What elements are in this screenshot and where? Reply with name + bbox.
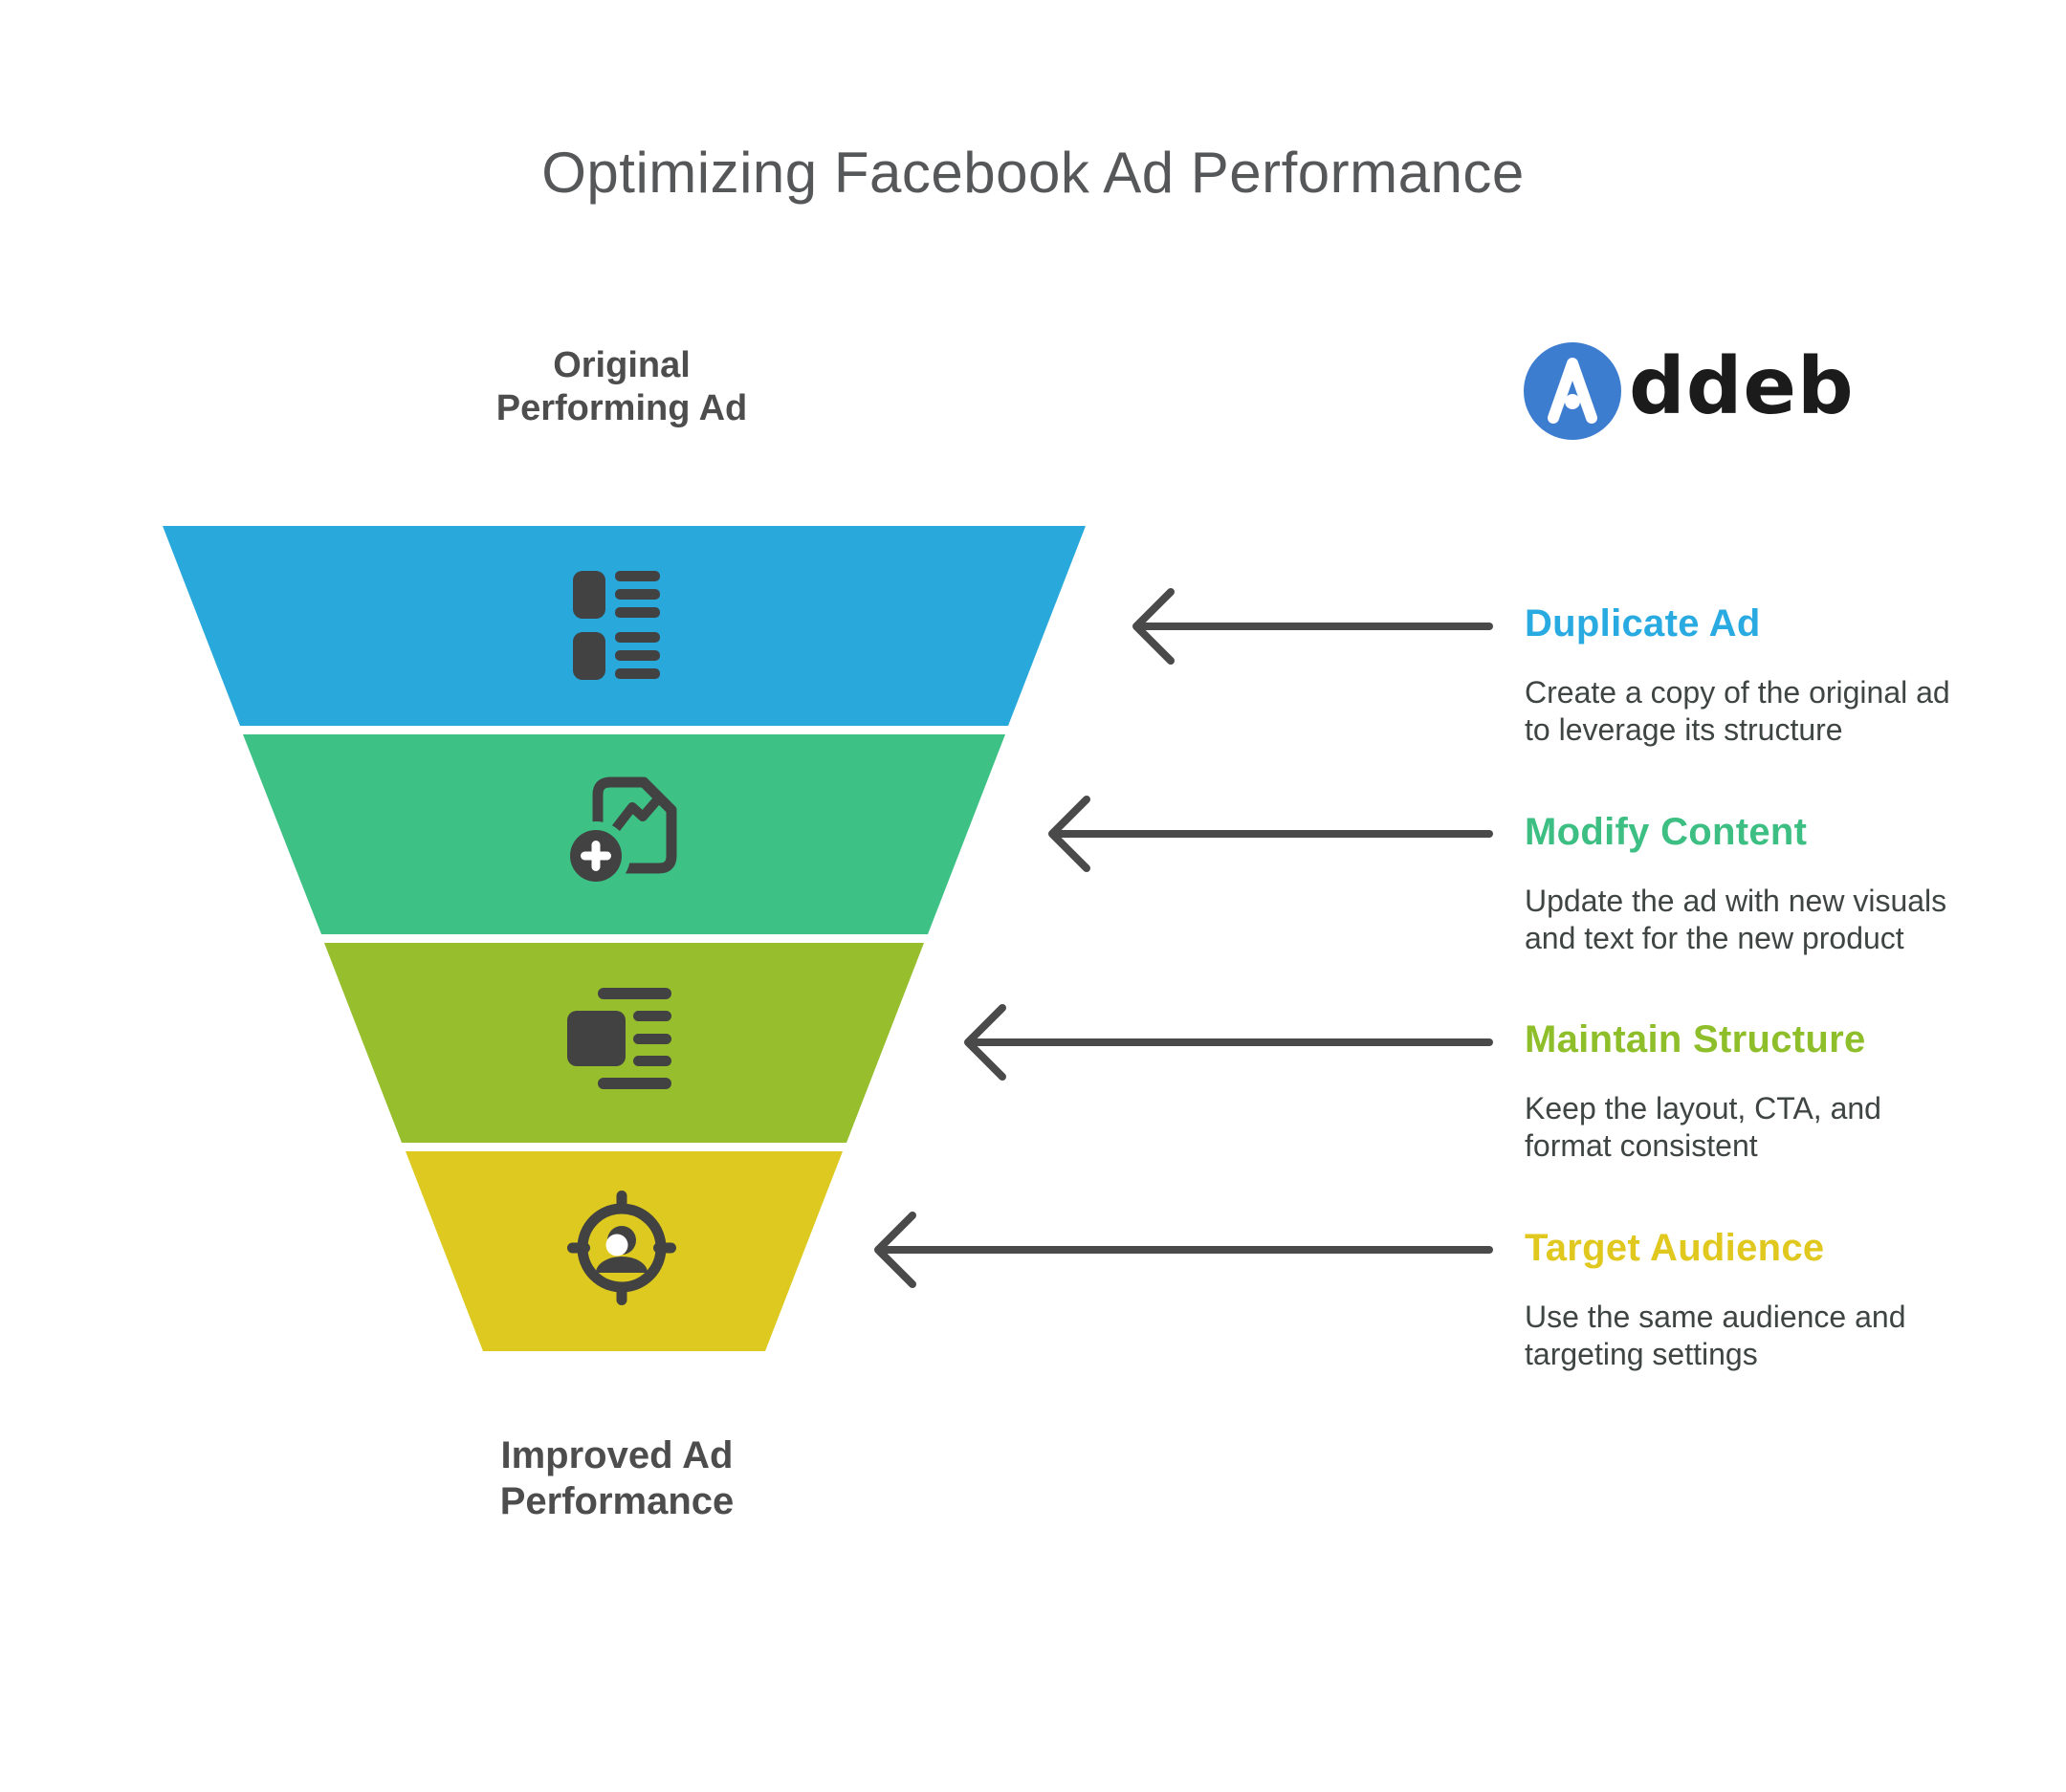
stage-heading-maintain-structure: Maintain Structure: [1525, 1018, 1866, 1060]
stage-description-maintain-structure: Keep the layout, CTA, and format consist…: [1525, 1090, 1881, 1165]
stage-heading-modify-content: Modify Content: [1525, 811, 1808, 853]
stage-description-target-audience: Use the same audience and targeting sett…: [1525, 1299, 1905, 1373]
description-line: Use the same audience and: [1525, 1300, 1906, 1334]
description-line: Keep the layout, CTA, and: [1525, 1091, 1881, 1125]
arrow-duplicate-ad: [1132, 588, 1493, 665]
letter-a-dot: [1565, 394, 1580, 409]
description-line: Update the ad with new visuals: [1525, 884, 1947, 918]
funnel-output-label-line2: Performance: [499, 1480, 735, 1522]
layout-structure-icon: [567, 988, 671, 1089]
funnel-input-label-line1: Original: [553, 345, 691, 385]
description-line: format consistent: [1525, 1128, 1758, 1163]
description-line: targeting settings: [1525, 1337, 1758, 1371]
funnel-output-label: Improved Ad Performance: [378, 1432, 856, 1524]
target-audience-icon: [567, 1191, 676, 1305]
stage-description-modify-content: Update the ad with new visuals and text …: [1525, 883, 1946, 957]
arrow-maintain-structure: [964, 1004, 1493, 1081]
description-line: and text for the new product: [1525, 921, 1904, 955]
add-chart-icon: [561, 776, 677, 890]
brand-logo: ddeb: [1524, 340, 1855, 442]
funnel-input-label: Original Performing Ad: [383, 344, 861, 430]
arrow-modify-content: [1048, 796, 1493, 872]
letter-a-glyph: [1548, 358, 1597, 424]
funnel-input-label-line2: Performing Ad: [495, 388, 748, 428]
arrow-group: [874, 588, 1493, 1288]
brand-logo-mark-icon: [1524, 342, 1621, 440]
arrow-target-audience: [874, 1212, 1493, 1288]
duplicate-list-icon: [573, 571, 660, 680]
funnel-stage-2-band: [243, 734, 1005, 934]
funnel-stage-1-band: [163, 526, 1086, 726]
stage-heading-target-audience: Target Audience: [1525, 1227, 1825, 1269]
brand-wordmark: ddeb: [1629, 341, 1855, 432]
funnel-output-label-line1: Improved Ad: [500, 1434, 734, 1476]
stage-description-duplicate-ad: Create a copy of the original ad to leve…: [1525, 674, 1950, 749]
description-line: Create a copy of the original ad: [1525, 675, 1950, 710]
stage-heading-duplicate-ad: Duplicate Ad: [1525, 602, 1761, 645]
page-title: Optimizing Facebook Ad Performance: [541, 141, 1525, 205]
logo-circle: [1524, 342, 1621, 440]
description-line: to leverage its structure: [1525, 712, 1843, 747]
